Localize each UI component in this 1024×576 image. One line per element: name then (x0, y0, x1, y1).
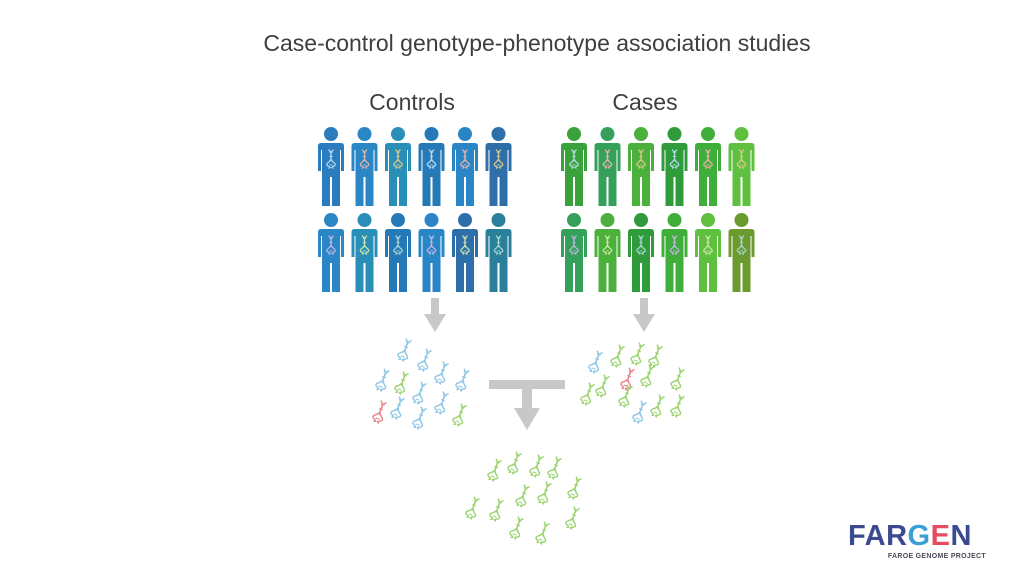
logo-letter: N (950, 520, 972, 552)
dna-icon (415, 347, 435, 373)
case-person-icon (695, 213, 721, 292)
control-person-icon (452, 213, 478, 292)
dna-icon (668, 366, 688, 392)
case-person-icon (594, 127, 621, 206)
dna-icon (373, 367, 393, 393)
control-person-icon (385, 127, 411, 206)
dna-icon (487, 497, 507, 523)
merge-bar (489, 380, 565, 389)
dna-icon (608, 343, 628, 369)
control-person-icon (318, 127, 344, 206)
dna-icon (507, 515, 527, 541)
case-person-icon (728, 213, 755, 292)
logo-wordmark: FARGEN (848, 522, 988, 551)
arrow-down-icon (633, 298, 655, 332)
cases-label: Cases (612, 89, 678, 115)
case-person-icon (661, 127, 688, 206)
case-person-icon (594, 213, 621, 292)
dna-icon (646, 343, 666, 369)
control-person-icon (318, 213, 344, 292)
case-person-icon (561, 127, 587, 206)
dna-icon (628, 341, 648, 367)
page-title: Case-control genotype-phenotype associat… (263, 30, 811, 56)
dna-icon (535, 480, 555, 506)
logo-letter: F (848, 520, 865, 552)
dna-icon (395, 337, 415, 363)
logo-letter: E (930, 520, 951, 552)
logo-subtitle: FAROE GENOME PROJECT (887, 553, 986, 560)
dna-icon (505, 450, 525, 476)
dna-icon (410, 405, 430, 431)
dna-icon (527, 453, 547, 479)
controls-label: Controls (369, 89, 455, 115)
dna-icon (450, 402, 470, 428)
dna-icon (668, 393, 688, 419)
control-person-icon (485, 213, 512, 292)
control-person-icon (385, 213, 411, 292)
dna-icon (565, 475, 585, 501)
case-person-icon (628, 213, 654, 292)
dna-icon (593, 373, 613, 399)
dna-icon (586, 349, 606, 375)
arrow-down-icon (424, 298, 446, 332)
dna-icon (616, 383, 636, 409)
logo-letter: R (886, 520, 908, 552)
dna-icon (432, 360, 452, 386)
dna-icon (370, 399, 390, 425)
dna-icon (648, 393, 668, 419)
dna-icon (453, 367, 473, 393)
dna-icon (563, 505, 583, 531)
case-person-icon (661, 213, 688, 292)
dna-icon (533, 520, 553, 546)
logo-letter: A (864, 520, 887, 552)
dna-icon (578, 381, 598, 407)
fargen-logo: FARGEN FAROE GENOME PROJECT (848, 522, 988, 561)
dna-icon (388, 395, 408, 421)
dna-icon (485, 457, 505, 483)
dna-icon (638, 363, 658, 389)
dna-icon (410, 380, 430, 406)
merge-arrow-icon (514, 388, 540, 430)
control-person-icon (351, 127, 378, 206)
case-person-icon (561, 213, 587, 292)
case-person-icon (628, 127, 654, 206)
control-person-icon (351, 213, 378, 292)
dna-icon (545, 455, 565, 481)
case-person-icon (695, 127, 721, 206)
dna-icon (392, 370, 412, 396)
control-person-icon (485, 127, 512, 206)
dna-icon (513, 483, 533, 509)
dna-icon (630, 399, 650, 425)
dna-icon (463, 495, 483, 521)
case-person-icon (728, 127, 755, 206)
logo-letter: G (907, 520, 931, 552)
control-person-icon (418, 213, 445, 292)
dna-icon (432, 390, 452, 416)
control-person-icon (418, 127, 445, 206)
control-person-icon (452, 127, 478, 206)
